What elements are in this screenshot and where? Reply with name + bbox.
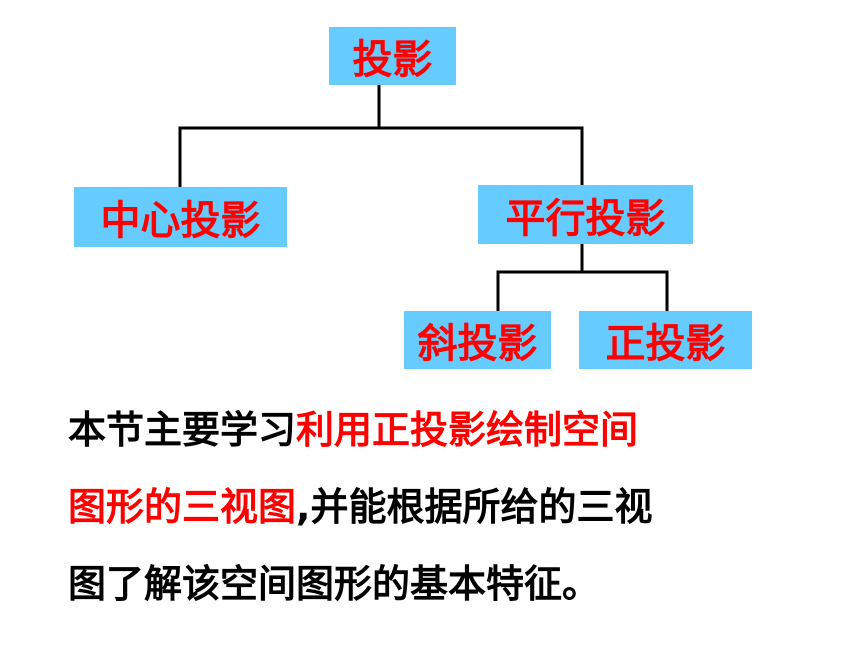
summary-text: 图了解该空间图形的基本特征。 (68, 562, 601, 606)
summary-text: 本节主要学习 (68, 408, 297, 452)
summary-highlight: 利用正投影绘制空间 (296, 408, 639, 452)
summary-paragraph: 本节主要学习利用正投影绘制空间 图形的三视图,并能根据所给的三视 图了解该空间图… (68, 392, 828, 623)
node-orthographic-projection: 正投影 (579, 311, 752, 369)
summary-highlight: 图形的三视图 (68, 485, 297, 529)
summary-line-1: 本节主要学习利用正投影绘制空间 (68, 392, 828, 469)
node-projection: 投影 (329, 27, 456, 85)
node-parallel-projection: 平行投影 (478, 185, 693, 244)
summary-line-2: 图形的三视图,并能根据所给的三视 (68, 469, 828, 546)
summary-text: ,并能根据所给的三视 (296, 485, 653, 529)
node-oblique-projection: 斜投影 (404, 311, 551, 369)
node-central-projection: 中心投影 (74, 187, 287, 247)
summary-line-3: 图了解该空间图形的基本特征。 (68, 546, 828, 623)
